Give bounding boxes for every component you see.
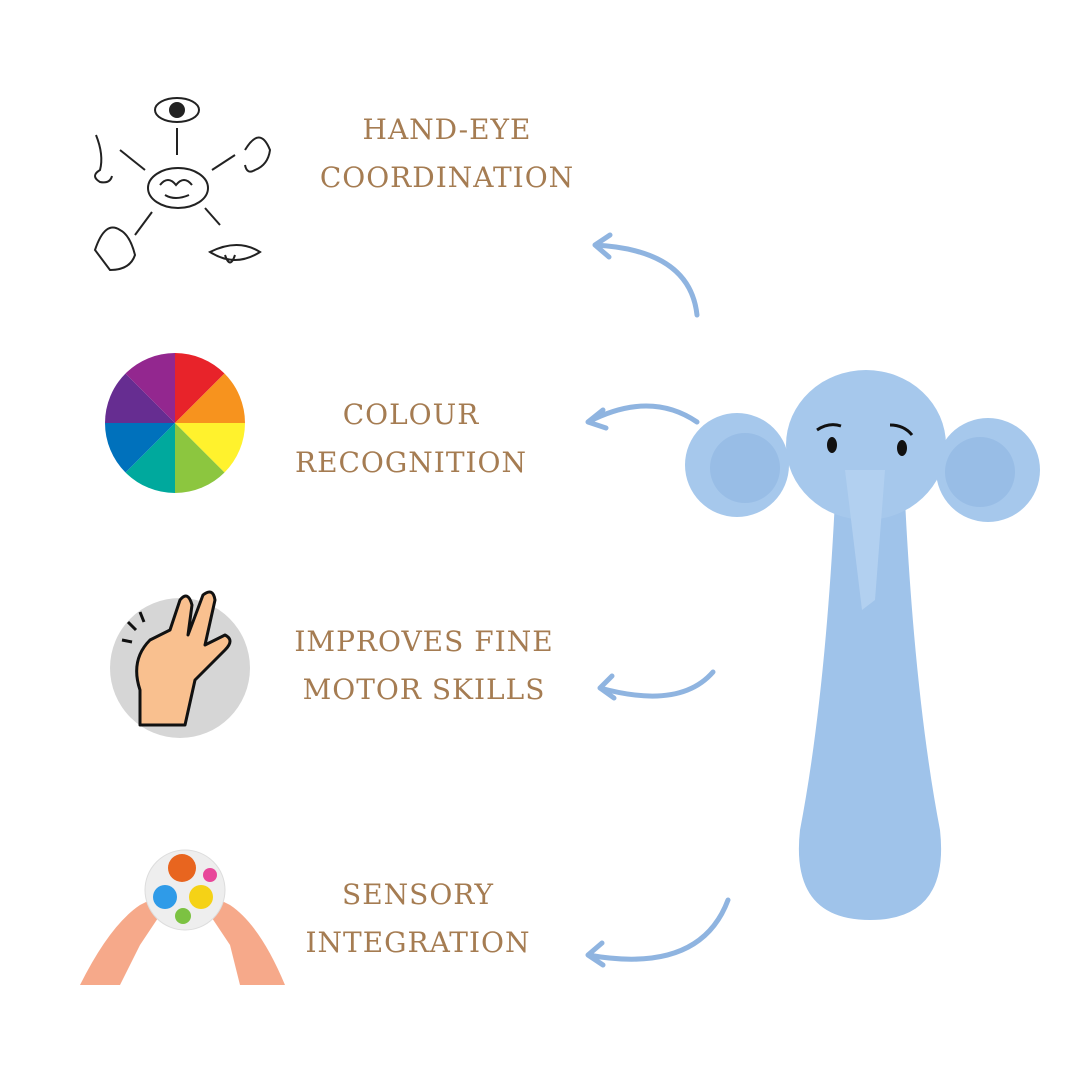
benefit-line2: COORDINATION: [319, 161, 575, 194]
benefit-line2: RECOGNITION: [294, 446, 528, 479]
fidget-toy-icon: [80, 849, 285, 985]
benefit-line1: SENSORY: [342, 878, 494, 911]
benefit-line1: COLOUR: [342, 398, 480, 431]
benefit-hand-eye-coordination: HAND-EYE COORDINATION: [267, 106, 627, 202]
arrow-3: [597, 669, 716, 701]
benefit-sensory-integration: SENSORY INTEGRATION: [238, 871, 598, 967]
benefit-fine-motor-skills: IMPROVES FINE MOTOR SKILLS: [244, 618, 604, 714]
elephant-rattle-toy: [685, 370, 1040, 920]
benefit-line1: IMPROVES FINE: [294, 625, 554, 658]
arrow-1: [592, 232, 700, 318]
hand-gesture-icon: [110, 590, 250, 738]
arrows: [585, 232, 731, 968]
senses-brain-icon: [93, 97, 272, 272]
benefit-line1: HAND-EYE: [362, 113, 532, 146]
benefit-colour-recognition: COLOUR RECOGNITION: [231, 391, 591, 487]
color-wheel-icon: [105, 353, 245, 493]
benefit-line2: INTEGRATION: [305, 926, 531, 959]
benefit-line2: MOTOR SKILLS: [302, 673, 546, 706]
arrow-4: [585, 897, 731, 968]
arrow-2: [585, 403, 700, 431]
